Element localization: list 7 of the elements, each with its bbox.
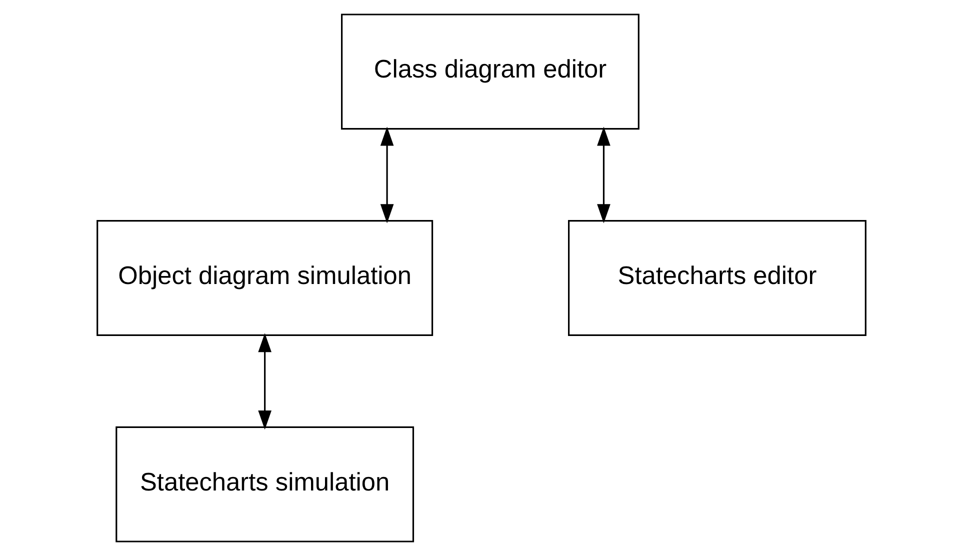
arrow — [258, 333, 271, 430]
node-box: Class diagram editor — [340, 14, 639, 130]
arrow — [596, 126, 610, 224]
arrow — [380, 126, 394, 224]
node-box: Statecharts editor — [568, 220, 866, 336]
node-box: Statecharts simulation — [115, 426, 414, 542]
node-box: Object diagram simulation — [96, 220, 433, 336]
